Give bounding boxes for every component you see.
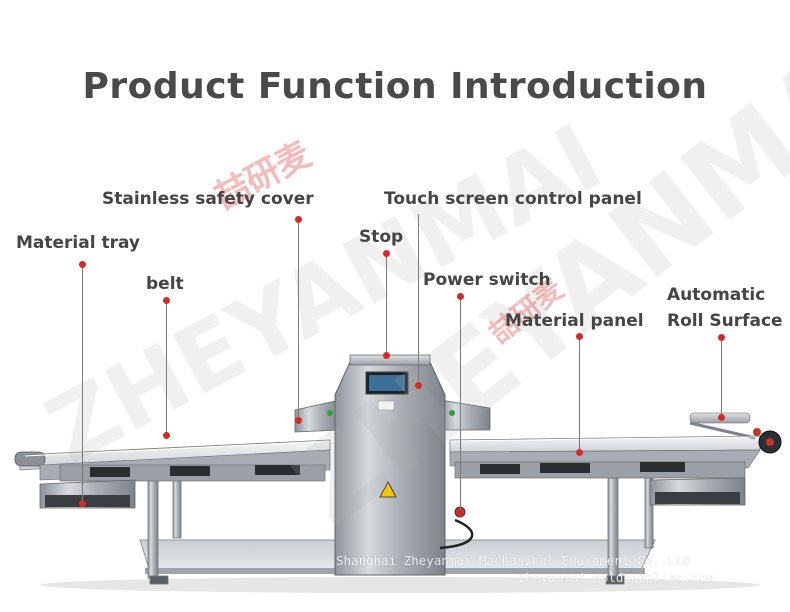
leader-roll-surface <box>721 337 722 417</box>
marker-safety-cover-top <box>295 216 302 223</box>
leader-safety-cover <box>298 218 299 418</box>
leader-power-switch <box>460 296 461 510</box>
label-touch-screen-control-panel: Touch screen control panel <box>384 189 642 209</box>
leader-stop <box>386 252 387 354</box>
marker-material-panel-top <box>576 333 583 340</box>
left-conveyor <box>14 439 331 509</box>
marker-stop <box>383 352 390 359</box>
right-conveyor <box>449 412 782 506</box>
marker-material-tray <box>79 500 86 507</box>
watermark-company: Shanghai Zheyanmai Machanical Equipment … <box>336 553 690 568</box>
leader-belt <box>166 300 167 435</box>
label-stainless-safety-cover: Stainless safety cover <box>102 189 314 209</box>
marker-power-switch <box>457 510 464 517</box>
label-automatic: Automatic <box>667 285 766 305</box>
label-material-tray: Material tray <box>16 233 141 253</box>
marker-belt <box>163 432 170 439</box>
leader-material-tray <box>82 262 83 502</box>
marker-safety-cover <box>295 417 302 424</box>
machine-legs <box>147 477 654 585</box>
page-title: Product Function Introduction <box>82 66 708 107</box>
label-power-switch: Power switch <box>423 270 551 290</box>
marker-touch-screen <box>415 382 422 389</box>
label-roll-surface: Roll Surface <box>667 311 783 331</box>
label-belt: belt <box>146 274 184 294</box>
label-stop: Stop <box>359 227 404 247</box>
leader-material-panel <box>579 336 580 451</box>
watermark-site: zheyanmai.goldsupplier.com <box>518 570 714 585</box>
label-material-panel: Material panel <box>505 311 644 331</box>
marker-power-switch-top <box>457 293 464 300</box>
marker-material-tray-top <box>79 261 86 268</box>
marker-belt-top <box>163 297 170 304</box>
marker-roll-surface <box>718 414 725 421</box>
marker-material-panel <box>576 449 583 456</box>
marker-roll-surface-top <box>718 334 725 341</box>
central-tower <box>334 354 474 576</box>
leader-touch-screen <box>418 214 419 382</box>
marker-stop-top <box>383 250 390 257</box>
safety-covers <box>294 399 491 433</box>
